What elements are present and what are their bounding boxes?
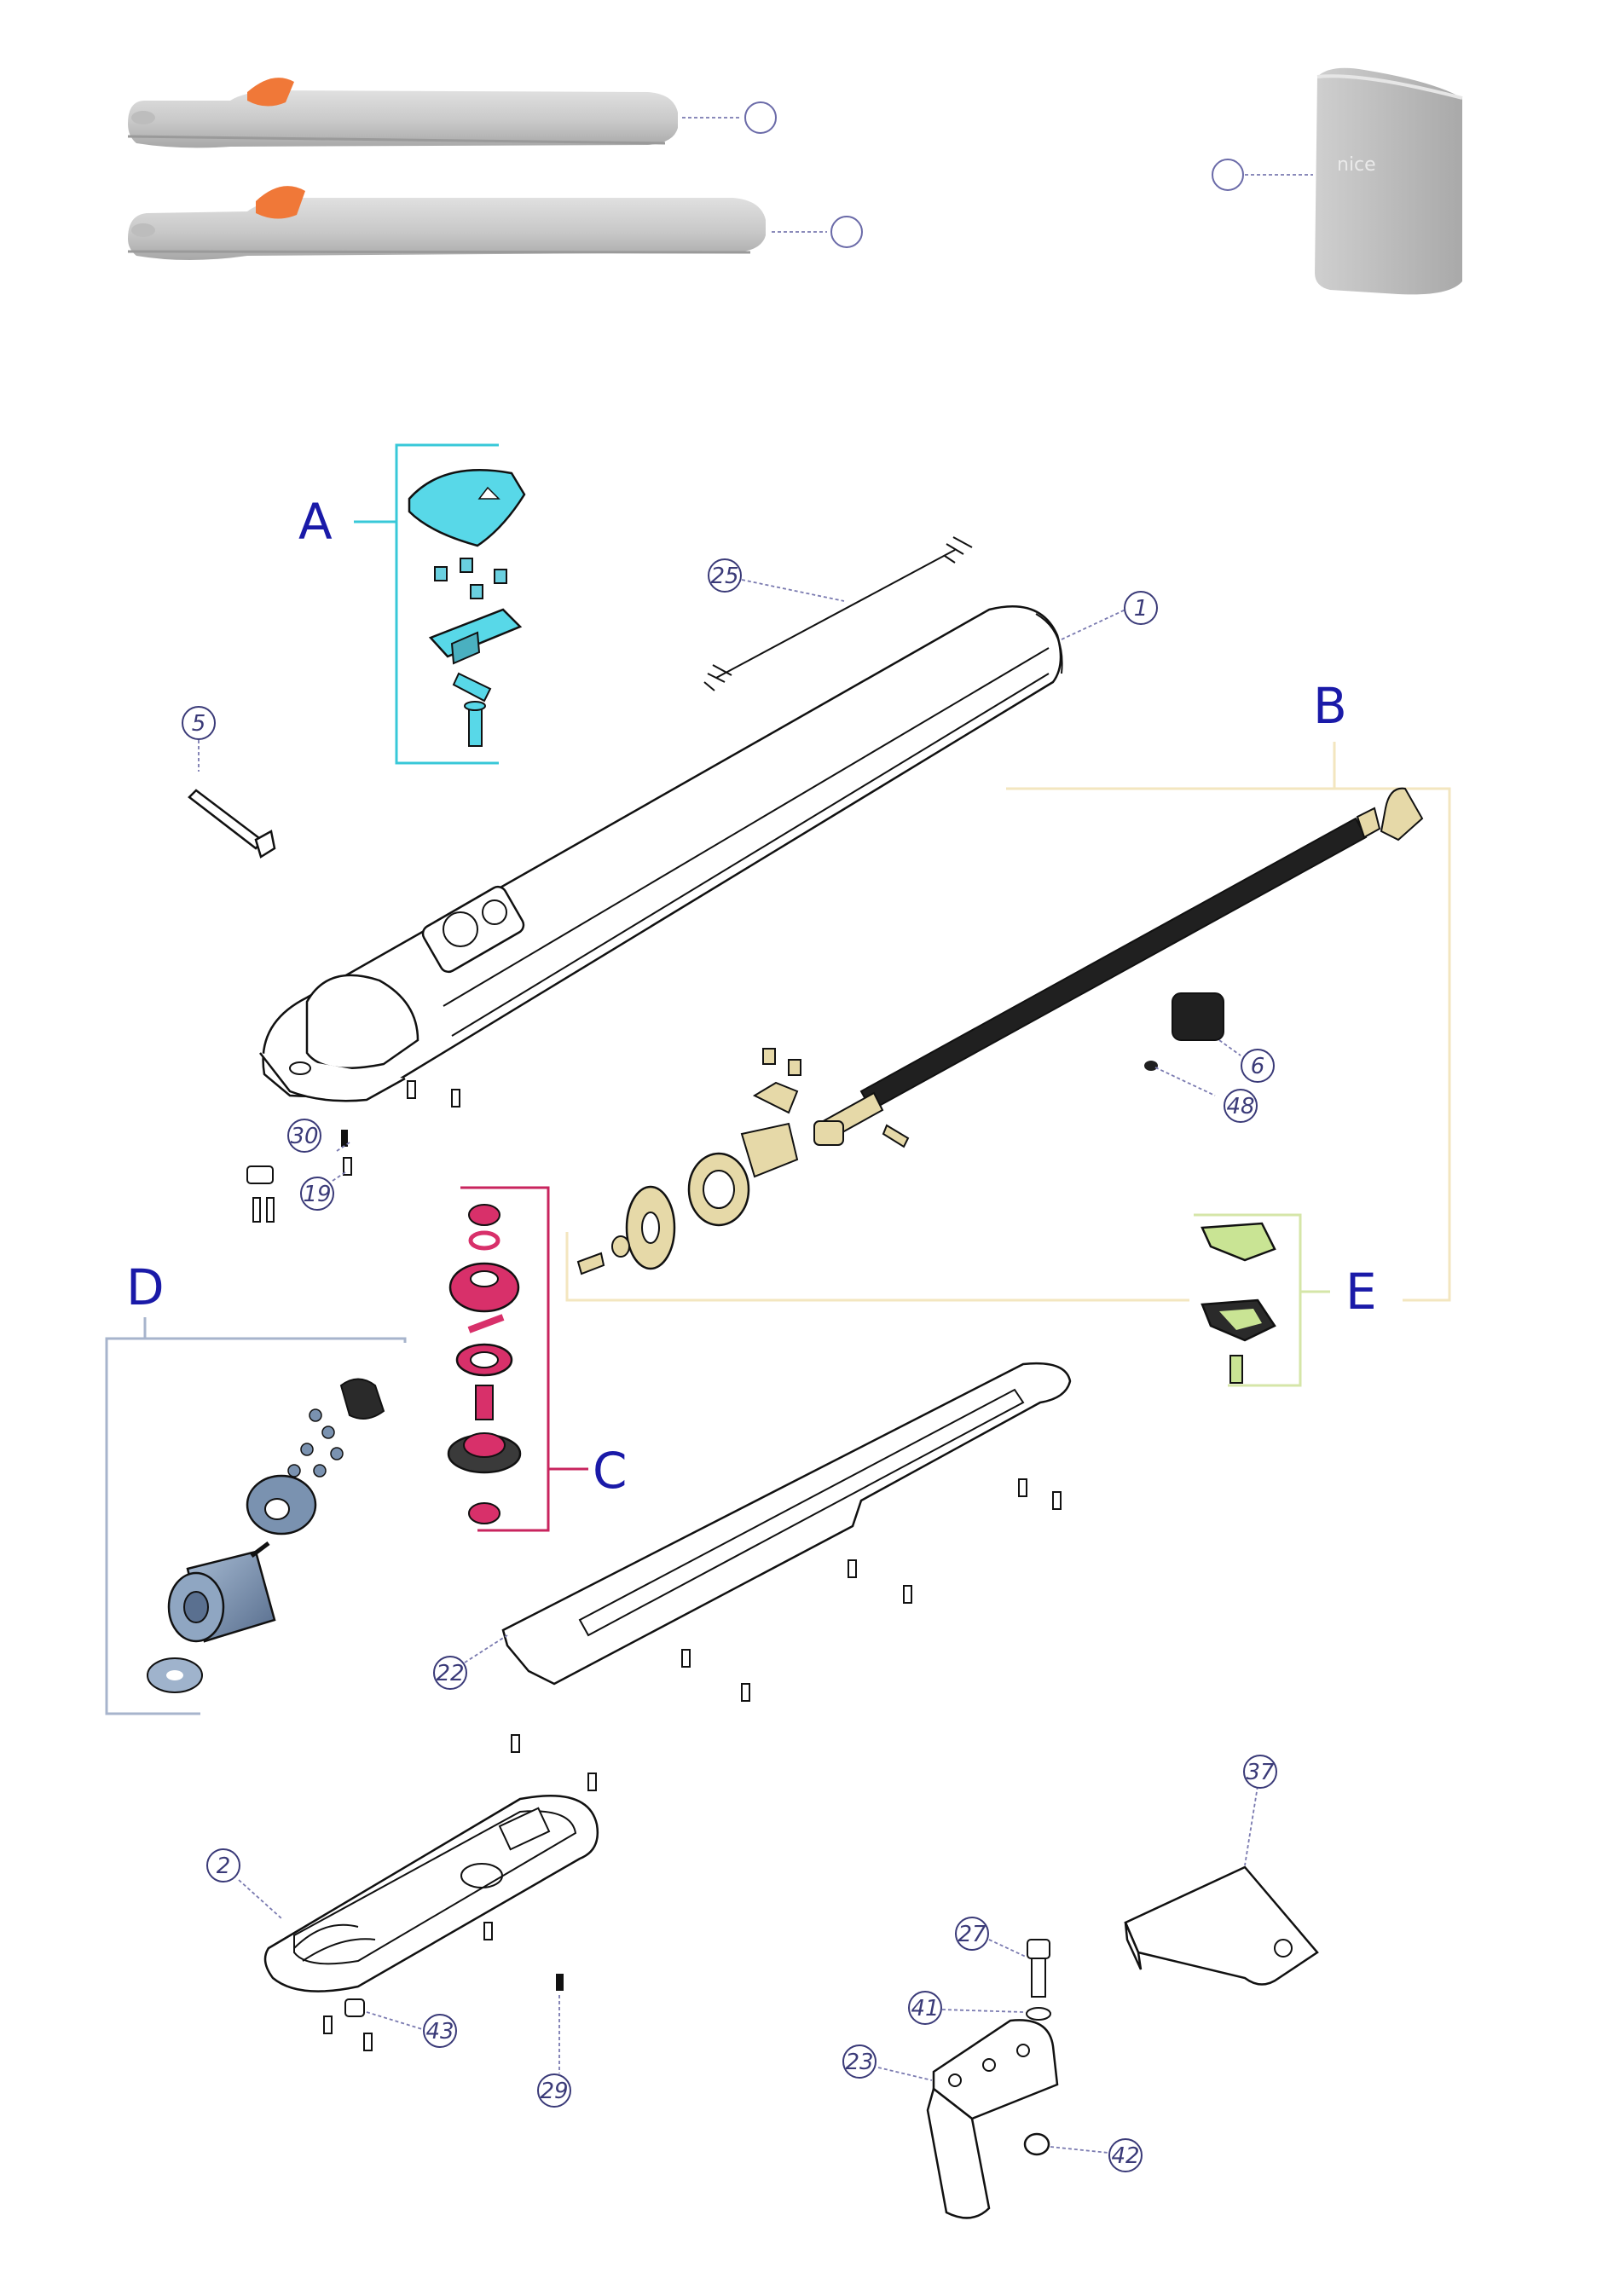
- callout-19: 19: [300, 1177, 334, 1211]
- base-plate: [501, 1362, 1072, 1702]
- svg-text:48: 48: [1226, 1094, 1254, 1119]
- callout-48: 48: [1224, 1089, 1258, 1123]
- svg-text:1: 1: [1134, 596, 1148, 622]
- group-e-bracket: [1194, 1213, 1330, 1387]
- group-label-e: E: [1345, 1263, 1377, 1321]
- group-label-a: A: [298, 493, 333, 551]
- gate-bracket-23: [926, 2019, 1059, 2219]
- callout-42: 42: [1108, 2138, 1143, 2172]
- washer-41: [1026, 2007, 1051, 2021]
- svg-text:23: 23: [845, 2050, 873, 2075]
- actuator-photo-upper: [127, 78, 742, 148]
- control-unit-photo: nice: [1245, 67, 1463, 295]
- svg-text:27: 27: [958, 1922, 986, 1947]
- group-d-parts: [147, 1378, 385, 1693]
- callout-6: 6: [1241, 1049, 1275, 1083]
- svg-text:42: 42: [1111, 2143, 1139, 2169]
- callout-41: 41: [908, 1991, 942, 2025]
- svg-text:6: 6: [1251, 1054, 1265, 1079]
- wire-harness: [703, 536, 973, 691]
- group-d-bracket: [105, 1317, 407, 1715]
- callout-27: 27: [955, 1917, 989, 1951]
- group-label-c: C: [593, 1442, 628, 1500]
- brand-watermark: nice: [1337, 154, 1376, 176]
- callout-23: 23: [842, 2044, 877, 2079]
- callout-1: 1: [1124, 591, 1158, 625]
- group-c-bracket: [460, 1186, 588, 1532]
- bottom-housing: [263, 1734, 599, 2051]
- photo-callout-1: [744, 101, 777, 134]
- svg-text:5: 5: [192, 711, 206, 737]
- callout-30: 30: [287, 1119, 321, 1153]
- release-key: [188, 789, 276, 859]
- orange-cap-lower: [256, 186, 305, 219]
- callout-2: 2: [206, 1848, 240, 1882]
- group-a-bracket: [354, 443, 499, 765]
- svg-text:37: 37: [1246, 1760, 1275, 1785]
- orange-cap-upper: [247, 78, 294, 107]
- group-b-bracket: [565, 742, 1451, 1302]
- svg-text:43: 43: [425, 2019, 454, 2044]
- screws-cluster: [246, 1080, 460, 1223]
- pin-27: [1027, 1939, 1050, 1998]
- svg-text:30: 30: [290, 1124, 318, 1149]
- callout-22: 22: [433, 1656, 467, 1690]
- group-b-parts: [576, 787, 1424, 1275]
- callout-25: 25: [708, 558, 742, 593]
- callout-5: 5: [182, 706, 216, 740]
- wall-bracket-37: [1124, 1865, 1319, 1986]
- group-e-parts: [1201, 1222, 1276, 1384]
- svg-text:22: 22: [436, 1661, 464, 1686]
- callout-29: 29: [537, 2073, 571, 2108]
- actuator-photo-lower: [127, 186, 827, 260]
- svg-text:19: 19: [303, 1182, 331, 1207]
- group-a-parts: [408, 469, 526, 747]
- group-label-d: D: [126, 1258, 165, 1316]
- svg-text:25: 25: [710, 564, 738, 589]
- callout-43: 43: [423, 2014, 457, 2048]
- svg-text:29: 29: [540, 2079, 568, 2104]
- photo-callout-2: [830, 216, 863, 248]
- main-housing-tube: [259, 605, 1063, 1102]
- group-label-b: B: [1313, 677, 1347, 735]
- nut-42: [1023, 2132, 1050, 2156]
- svg-text:2: 2: [217, 1854, 231, 1879]
- photo-callout-3: [1212, 159, 1244, 191]
- svg-text:41: 41: [911, 1996, 939, 2021]
- group-c-parts: [447, 1204, 522, 1524]
- callout-37: 37: [1243, 1755, 1277, 1789]
